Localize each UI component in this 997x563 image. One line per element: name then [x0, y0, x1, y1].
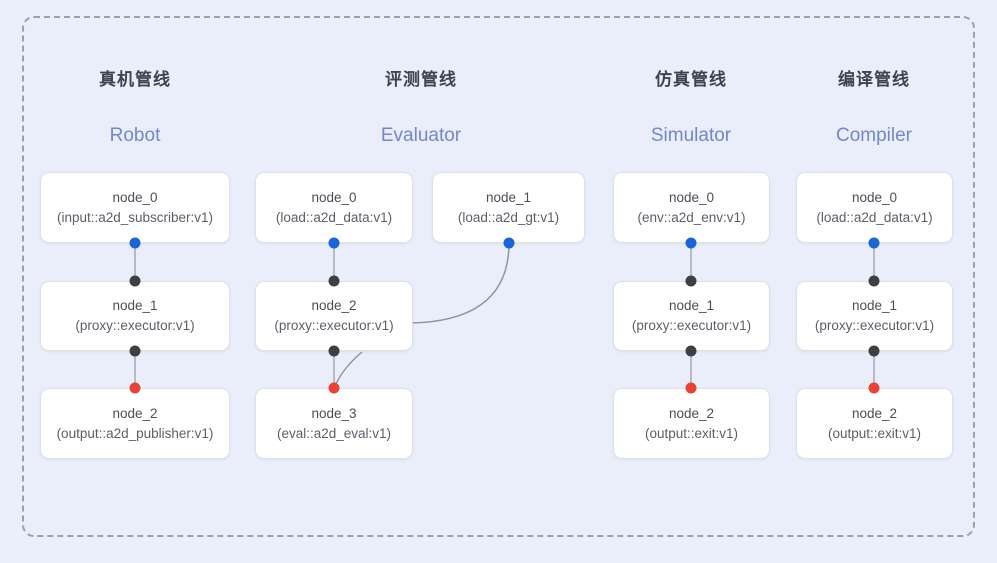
port-input-robot-2[interactable] — [129, 382, 141, 394]
column-title-evaluator: 评测管线 — [385, 70, 457, 89]
node-label-type: (proxy::executor:v1) — [631, 318, 752, 333]
node-simulator-1[interactable]: node_1 (proxy::executor:v1) — [613, 281, 770, 351]
node-label-name: node_0 — [311, 189, 357, 205]
node-evaluator-2[interactable]: node_2 (proxy::executor:v1) — [255, 281, 413, 351]
node-evaluator-3[interactable]: node_3 (eval::a2d_eval:v1) — [255, 388, 413, 459]
port-output-compiler-0[interactable] — [868, 237, 880, 249]
node-label-type: (output::exit:v1) — [644, 425, 739, 441]
port-output-robot-1[interactable] — [129, 345, 141, 357]
node-label-name: node_1 — [851, 298, 898, 314]
port-input-compiler-2[interactable] — [868, 382, 880, 394]
port-input-evaluator-2[interactable] — [328, 275, 340, 287]
node-label-type: (proxy::executor:v1) — [274, 318, 394, 333]
port-output-evaluator-0[interactable] — [328, 237, 340, 249]
node-label-type: (env::a2d_env:v1) — [637, 209, 746, 225]
column-subtitle-compiler: Compiler — [835, 125, 913, 146]
node-evaluator-0[interactable]: node_0 (load::a2d_data:v1) — [255, 172, 413, 243]
node-robot-0[interactable]: node_0 (input::a2d_subscriber:v1) — [40, 172, 230, 243]
node-label-type: (output::exit:v1) — [827, 425, 922, 441]
port-output-compiler-1[interactable] — [868, 345, 880, 357]
node-robot-1[interactable]: node_1 (proxy::executor:v1) — [40, 281, 230, 351]
port-output-simulator-0[interactable] — [685, 237, 697, 249]
node-compiler-0[interactable]: node_0 (load::a2d_data:v1) — [796, 172, 953, 243]
port-input-robot-1[interactable] — [129, 275, 141, 287]
node-label-type: (eval::a2d_eval:v1) — [276, 425, 392, 441]
node-label-name: node_2 — [311, 298, 357, 314]
node-label-name: node_0 — [851, 189, 898, 205]
node-label-name: node_3 — [311, 405, 357, 421]
column-title-simulator: 仿真管线 — [655, 70, 727, 89]
node-label-name: node_0 — [668, 189, 715, 205]
node-label-type: (load::a2d_gt:v1) — [457, 209, 560, 225]
node-label-type: (load::a2d_data:v1) — [275, 209, 393, 225]
port-input-evaluator-3[interactable] — [328, 382, 340, 394]
port-input-simulator-2[interactable] — [685, 382, 697, 394]
node-compiler-1[interactable]: node_1 (proxy::executor:v1) — [796, 281, 953, 351]
node-label-name: node_0 — [112, 189, 158, 205]
column-subtitle-simulator: Simulator — [650, 125, 732, 146]
node-label-type: (load::a2d_data:v1) — [816, 209, 933, 225]
node-simulator-0[interactable]: node_0 (env::a2d_env:v1) — [613, 172, 770, 243]
node-label-name: node_1 — [112, 298, 158, 314]
column-title-robot: 真机管线 — [99, 70, 171, 89]
node-compiler-2[interactable]: node_2 (output::exit:v1) — [796, 388, 953, 459]
port-output-evaluator-1[interactable] — [503, 237, 515, 249]
column-title-compiler: 编译管线 — [838, 70, 910, 89]
node-simulator-2[interactable]: node_2 (output::exit:v1) — [613, 388, 770, 459]
node-evaluator-1[interactable]: node_1 (load::a2d_gt:v1) — [432, 172, 585, 243]
node-label-name: node_1 — [485, 189, 532, 205]
node-label-type: (proxy::executor:v1) — [814, 318, 935, 333]
node-label-name: node_2 — [668, 405, 715, 421]
port-output-robot-0[interactable] — [129, 237, 141, 249]
port-input-compiler-1[interactable] — [868, 275, 880, 287]
node-label-type: (input::a2d_subscriber:v1) — [56, 209, 214, 225]
port-input-simulator-1[interactable] — [685, 275, 697, 287]
port-output-simulator-1[interactable] — [685, 345, 697, 357]
column-subtitle-robot: Robot — [109, 125, 161, 146]
node-label-name: node_1 — [668, 298, 715, 314]
node-robot-2[interactable]: node_2 (output::a2d_publisher:v1) — [40, 388, 230, 459]
column-subtitle-evaluator: Evaluator — [380, 125, 462, 146]
node-label-type: (proxy::executor:v1) — [75, 318, 195, 333]
port-output-evaluator-2[interactable] — [328, 345, 340, 357]
node-label-type: (output::a2d_publisher:v1) — [56, 425, 214, 441]
node-label-name: node_2 — [112, 405, 158, 421]
node-label-name: node_2 — [851, 405, 898, 421]
